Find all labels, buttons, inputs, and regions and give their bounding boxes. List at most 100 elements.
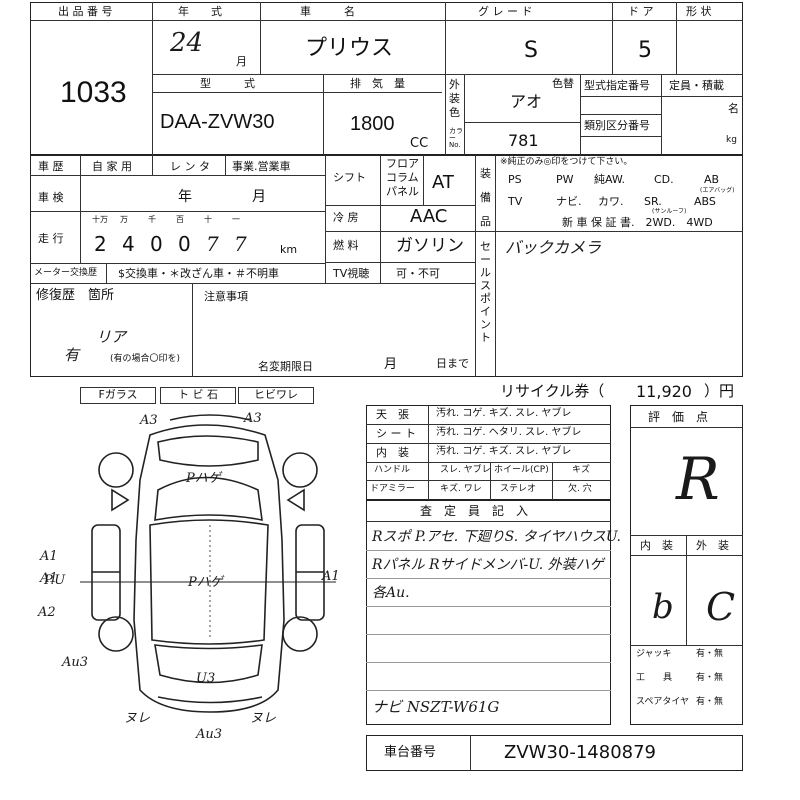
wheel-label: ホイール(CP) bbox=[494, 465, 549, 475]
mileage-place-label: 十 bbox=[204, 215, 212, 224]
stereo-label: ステレオ bbox=[500, 484, 537, 494]
aircon-label: 冷 房 bbox=[333, 211, 359, 224]
expiry-month-unit: 月 bbox=[384, 357, 398, 372]
shift-label: シフト bbox=[333, 171, 366, 184]
ab-sub: (エアバッグ) bbox=[700, 187, 735, 194]
fuel-label: 燃 料 bbox=[333, 239, 359, 252]
shift-option-column: コラム bbox=[386, 171, 419, 184]
ruled-line bbox=[366, 578, 611, 579]
recycle-unit: ）円 bbox=[704, 382, 735, 400]
score-value: R bbox=[676, 445, 720, 513]
expiry-day-unit: 日まで bbox=[436, 357, 469, 370]
repair-note: リア bbox=[96, 328, 127, 346]
inspection-month-unit: 月 bbox=[252, 189, 266, 205]
diagram-mark: P.U bbox=[44, 573, 66, 588]
glass-label: Fガラス bbox=[80, 387, 156, 404]
inspector-line: Rスポ P.アセ. 下廻りS. タイヤハウスU. bbox=[372, 529, 621, 545]
ruled-line bbox=[366, 606, 611, 607]
score-exterior-value: C bbox=[706, 585, 736, 629]
car-name: プリウス bbox=[305, 36, 394, 61]
lot-number: 1033 bbox=[60, 76, 127, 109]
mileage-digit: 2 bbox=[94, 232, 107, 256]
year-month-unit: 月 bbox=[236, 55, 247, 68]
interior-row-label: 内 装 bbox=[376, 446, 409, 459]
glass-label: ヒビワレ bbox=[238, 387, 314, 404]
ruled-line bbox=[366, 550, 611, 551]
displacement-value: 1800 bbox=[350, 113, 395, 135]
equipment-side-label: 装備品 bbox=[480, 167, 491, 228]
tool-label: 工 具 bbox=[636, 673, 673, 683]
equipment-item: カワ. bbox=[598, 195, 624, 208]
equipment-note: ※純正のみ◎印をつけて下さい。 bbox=[500, 157, 633, 167]
equipment-item: ナビ. bbox=[556, 195, 582, 208]
middle-frame bbox=[30, 155, 743, 377]
diagram-mark: ヌレ bbox=[250, 711, 277, 726]
category-label: 類別区分番号 bbox=[584, 119, 650, 132]
mileage-unit: km bbox=[280, 243, 298, 256]
repair-marker-note: (有の場合〇印を) bbox=[110, 354, 181, 364]
year-value: 24 bbox=[170, 28, 204, 58]
row-divider bbox=[366, 443, 611, 444]
tool-value: 有・無 bbox=[696, 649, 724, 659]
mileage-digit: 0 bbox=[178, 232, 191, 256]
equipment-item: ABS bbox=[694, 195, 716, 208]
tv-options: 可・不可 bbox=[396, 267, 440, 280]
capacity-label: 定員・積載 bbox=[669, 79, 724, 92]
ruled-line bbox=[366, 634, 611, 635]
model-label: 型 式 bbox=[200, 77, 255, 90]
chassis-value: ZVW30-1480879 bbox=[504, 742, 657, 763]
ruled-line bbox=[366, 690, 611, 691]
diagram-mark: A3 bbox=[244, 411, 262, 426]
handle-label: ハンドル bbox=[374, 465, 411, 475]
score-label: 評 価 点 bbox=[648, 410, 709, 424]
mileage-place-label: 百 bbox=[176, 215, 184, 224]
displacement-label: 排 気 量 bbox=[350, 77, 405, 90]
sales-point-side-label: セールスポイント bbox=[480, 240, 491, 344]
history-option-2: レ ン タ bbox=[170, 160, 210, 173]
equipment-row-3: 新 車 保 証 書. 2WD. 4WD bbox=[562, 216, 713, 229]
diagram-mark: ヌレ bbox=[124, 711, 151, 726]
mileage-place-label: 一 bbox=[232, 215, 240, 224]
shape-label: 形 状 bbox=[686, 5, 712, 18]
mirror-label: ドアミラー bbox=[370, 484, 415, 494]
glass-label: ト ビ 石 bbox=[160, 387, 236, 404]
color-change-label: 色替 bbox=[552, 77, 574, 90]
inspector-navi: ナビ NSZT-W61G bbox=[372, 698, 500, 716]
mileage-place-label: 万 bbox=[120, 215, 128, 224]
fuel-value: ガソリン bbox=[396, 236, 464, 256]
mileage-place-label: 千 bbox=[148, 215, 156, 224]
recycle-label: リサイクル券（ bbox=[500, 382, 605, 400]
shift-value: AT bbox=[432, 172, 454, 193]
shift-option-panel: パネル bbox=[386, 185, 419, 198]
interior-row-label: シ ー ト bbox=[376, 427, 416, 440]
equipment-item: CD. bbox=[654, 173, 674, 186]
equipment-item: SR. bbox=[644, 195, 662, 208]
tool-value: 有・無 bbox=[696, 697, 724, 707]
equipment-item: PW bbox=[556, 173, 574, 186]
mileage-place-label: 十万 bbox=[92, 215, 108, 224]
mileage-digit: 7 bbox=[206, 232, 219, 256]
recycle-amount: 11,920 bbox=[636, 382, 692, 401]
car-label: 車 名 bbox=[300, 5, 355, 18]
sr-sub: (サンルーフ) bbox=[652, 208, 687, 215]
notes-label: 注意事項 bbox=[204, 290, 248, 303]
designation-label: 型式指定番号 bbox=[584, 79, 650, 92]
inspection-year-unit: 年 bbox=[178, 189, 192, 205]
diagram-mark: Pハゲ bbox=[186, 471, 221, 486]
shift-option-floor: フロア bbox=[386, 157, 419, 170]
stereo-options: 欠. 穴 bbox=[568, 484, 592, 494]
tv-label: TV視聴 bbox=[333, 267, 370, 280]
inspector-box bbox=[366, 500, 611, 725]
score-interior-label: 内 装 bbox=[640, 539, 673, 552]
score-box bbox=[630, 405, 743, 725]
mileage-label: 走 行 bbox=[38, 232, 64, 245]
meter-label: メーター交換歴 bbox=[34, 268, 98, 278]
inspection-label: 車 検 bbox=[38, 191, 64, 204]
score-exterior-label: 外 装 bbox=[696, 539, 729, 552]
ruled-line bbox=[366, 662, 611, 663]
color-code: 781 bbox=[508, 131, 539, 150]
expiry-label: 名変期限日 bbox=[258, 360, 313, 373]
mileage-digit: 4 bbox=[122, 232, 135, 256]
door-label: ド ア bbox=[628, 5, 654, 18]
diagram-mark: Au3 bbox=[62, 655, 89, 670]
